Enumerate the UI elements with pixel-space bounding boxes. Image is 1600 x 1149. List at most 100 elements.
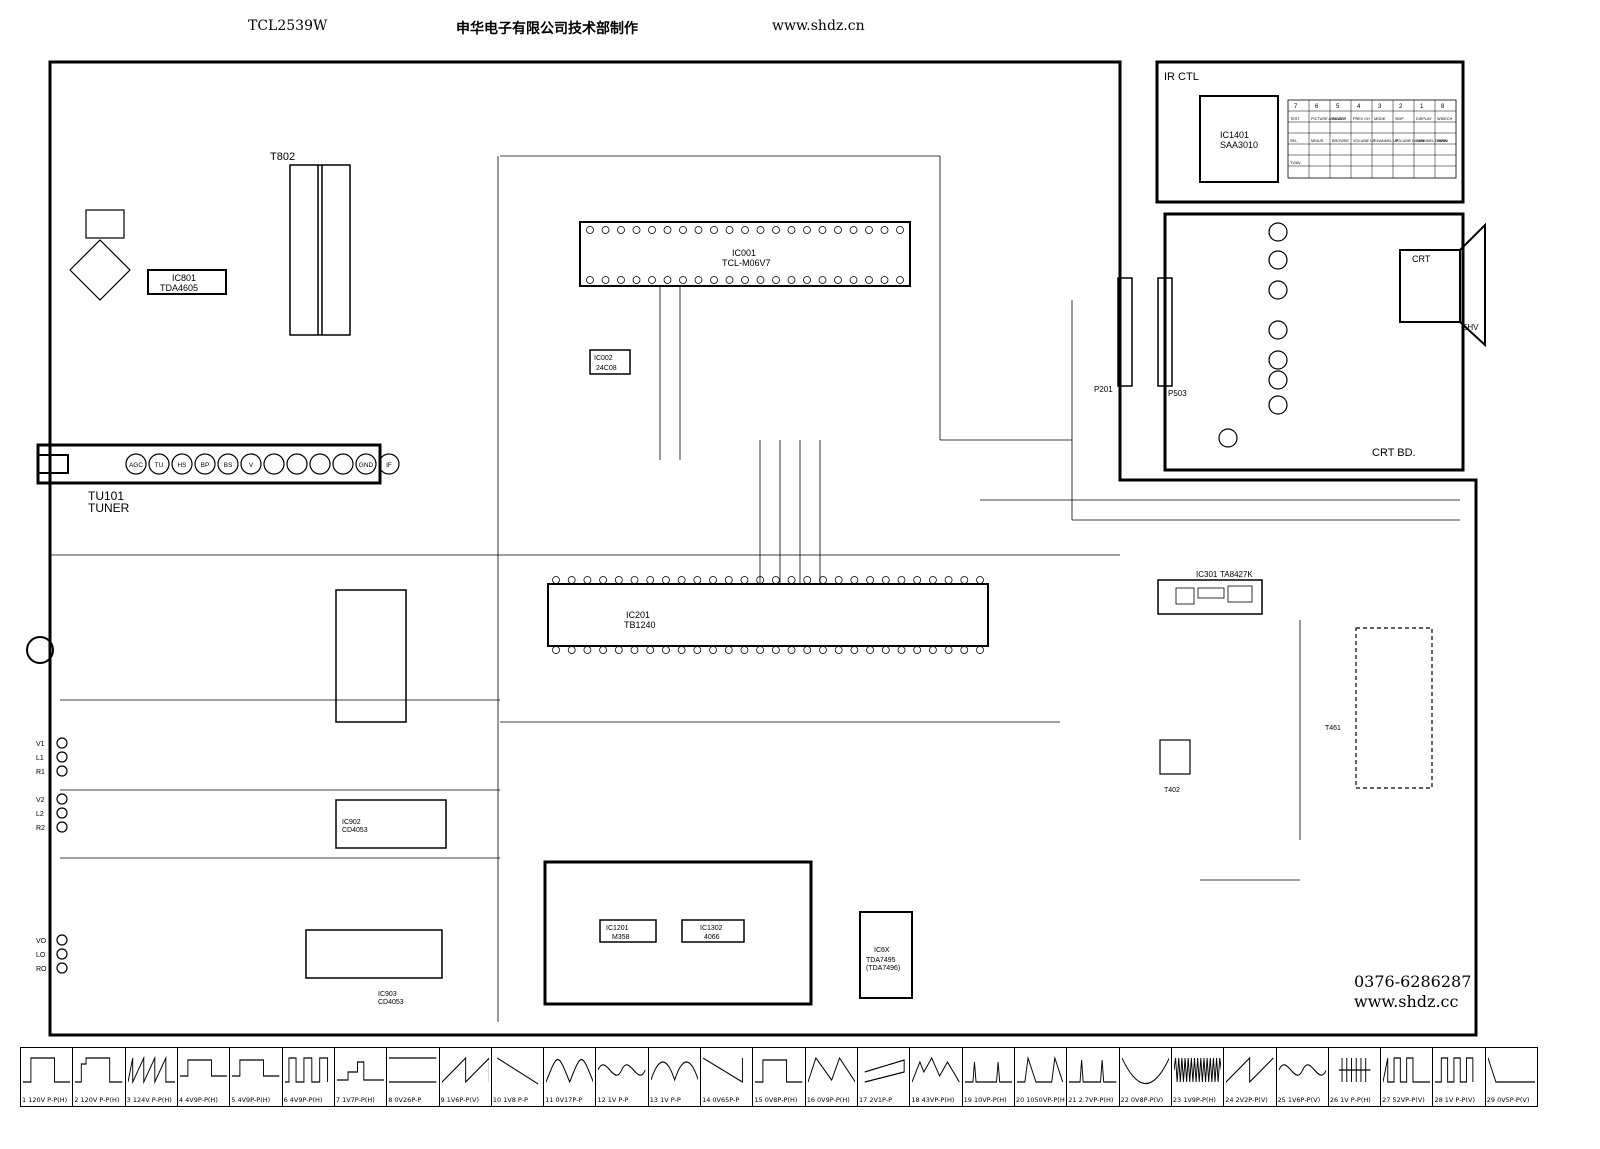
tuner-ref: TU101: [88, 489, 124, 503]
cpu-pins-top: [586, 226, 904, 234]
av-jack: [56, 807, 68, 819]
audio-amp-part: TDA7495: [866, 957, 896, 964]
waveform-cell: 15 0V8P-P(H): [753, 1048, 806, 1106]
waveform-cell: 11 0V17P-P: [544, 1048, 597, 1106]
waveform-trace: [1226, 1056, 1274, 1084]
waveform-label: 25 1V6P-P(V): [1277, 1096, 1321, 1104]
ic-pin: [866, 576, 874, 584]
waveform-label: 27 52VP-P(V): [1382, 1096, 1425, 1104]
ic-pin: [771, 646, 780, 654]
waveform-label: 24 2V2P-P(V): [1225, 1096, 1268, 1104]
tuner-pin: [171, 453, 193, 475]
power-transformer-label: T802: [270, 151, 295, 163]
waveform-cell: 6 4V9P-P(H): [283, 1048, 335, 1106]
flyback-label: T461: [1325, 725, 1341, 732]
av-jack: [56, 793, 68, 805]
audio-amp-ref: IC6X: [874, 947, 890, 954]
crt-transistor: [1268, 395, 1288, 415]
eeprom-box: [589, 349, 631, 375]
ic-pin: [756, 226, 765, 234]
ir-key-label: VOLUME DOWN: [1395, 139, 1424, 143]
ic-pin: [880, 226, 889, 234]
ir-board-outline: [1155, 60, 1465, 204]
waveform-label: 16 0V9P-P(H): [806, 1096, 850, 1104]
ic-pin: [803, 226, 811, 234]
h-drive-transformer: [1159, 739, 1191, 775]
vert-ic-part: TA8427K: [1220, 570, 1253, 579]
waveform-trace: [807, 1056, 855, 1083]
ic-pin: [913, 646, 922, 654]
waveform-cell: 26 1V P-P(H): [1329, 1048, 1382, 1106]
waveform-cell: 18 43VP-P(H): [910, 1048, 963, 1106]
power-transformer: [289, 164, 351, 336]
jungle-pins-bottom: [552, 646, 984, 654]
waveform-trace: [703, 1057, 743, 1083]
ic-pin: [741, 226, 749, 234]
tuner-pin: [309, 453, 331, 475]
tuner-pin: [240, 453, 262, 475]
ic-pin: [567, 576, 576, 584]
av-jack-label: R1: [36, 769, 45, 776]
ic-pin: [866, 646, 874, 654]
ic-pin: [601, 226, 610, 234]
ic-pin: [725, 276, 734, 284]
crt-transistor: [1268, 320, 1288, 340]
ir-key-num: 5: [1336, 104, 1340, 110]
ir-key-label: PREV CH: [1353, 117, 1370, 121]
av-jack: [56, 737, 68, 749]
waveform-trace: [1487, 1057, 1536, 1083]
av-jack-label: V2: [36, 797, 45, 804]
av-jack-label: RO: [36, 966, 47, 973]
tuner-pin-label: GND: [359, 462, 374, 469]
waveform-label: 5 4V9P-P(H): [231, 1096, 271, 1104]
waveform-cell: 1 120V P-P(H): [21, 1048, 74, 1106]
ic-pin: [617, 226, 625, 234]
crt-transistor: [1268, 222, 1288, 242]
ir-key-label: MODE: [1374, 117, 1386, 121]
waveform-cell: 4 4V9P-P(H): [178, 1048, 231, 1106]
waveform-cell: 24 2V2P-P(V): [1224, 1048, 1277, 1106]
av-jack: [56, 821, 68, 833]
ic-pin: [850, 646, 859, 654]
h-drive-label: T402: [1164, 787, 1180, 794]
surround-board: [543, 860, 813, 1006]
switch-ref: IC1302: [700, 925, 723, 932]
av-switch-part: CD4053: [342, 827, 368, 834]
waveform-label: 28 1V P-P(V): [1434, 1096, 1475, 1104]
ir-ic-part: SAA3010: [1220, 140, 1258, 150]
tuner-pin: [194, 453, 216, 475]
ic-pin: [849, 226, 858, 234]
tuner-pin: [263, 453, 285, 475]
ic-pin: [677, 576, 686, 584]
tuner-pin-label: BS: [224, 462, 233, 469]
ic-pin: [787, 646, 796, 654]
av-switch-a: [335, 589, 407, 723]
ic-pin: [881, 646, 890, 654]
cpu-part: TCL-M06V7: [722, 258, 771, 268]
waveform-cell: 14 0V65P-P: [701, 1048, 754, 1106]
ir-key-label: SKIP: [1395, 117, 1404, 121]
waveform-label: 12 1V P-P: [597, 1096, 629, 1104]
p503-connector: [1157, 277, 1173, 387]
ic-pin: [787, 226, 796, 234]
ic-pin: [693, 646, 702, 654]
ic-pin: [679, 276, 687, 284]
jungle-part: TB1240: [624, 620, 656, 630]
ic-pin: [567, 646, 576, 654]
waveform-cell: 7 1V7P-P(H): [335, 1048, 388, 1106]
ic-pin: [834, 276, 842, 284]
waveform-label: 21 2.7VP-P(H): [1068, 1096, 1114, 1104]
header-url: www.shdz.cn: [772, 18, 865, 34]
ic-pin: [583, 646, 592, 654]
ic-pin: [976, 646, 984, 654]
ic-pin: [834, 226, 842, 234]
ic-pin: [617, 276, 625, 284]
waveform-label: 23 1V9P-P(H): [1172, 1096, 1216, 1104]
crt-label: CRT: [1412, 254, 1431, 264]
waveform-label: 6 4V9P-P(H): [283, 1096, 323, 1104]
tuner-pin-label: TU: [155, 462, 164, 469]
waveform-trace: [23, 1057, 71, 1083]
